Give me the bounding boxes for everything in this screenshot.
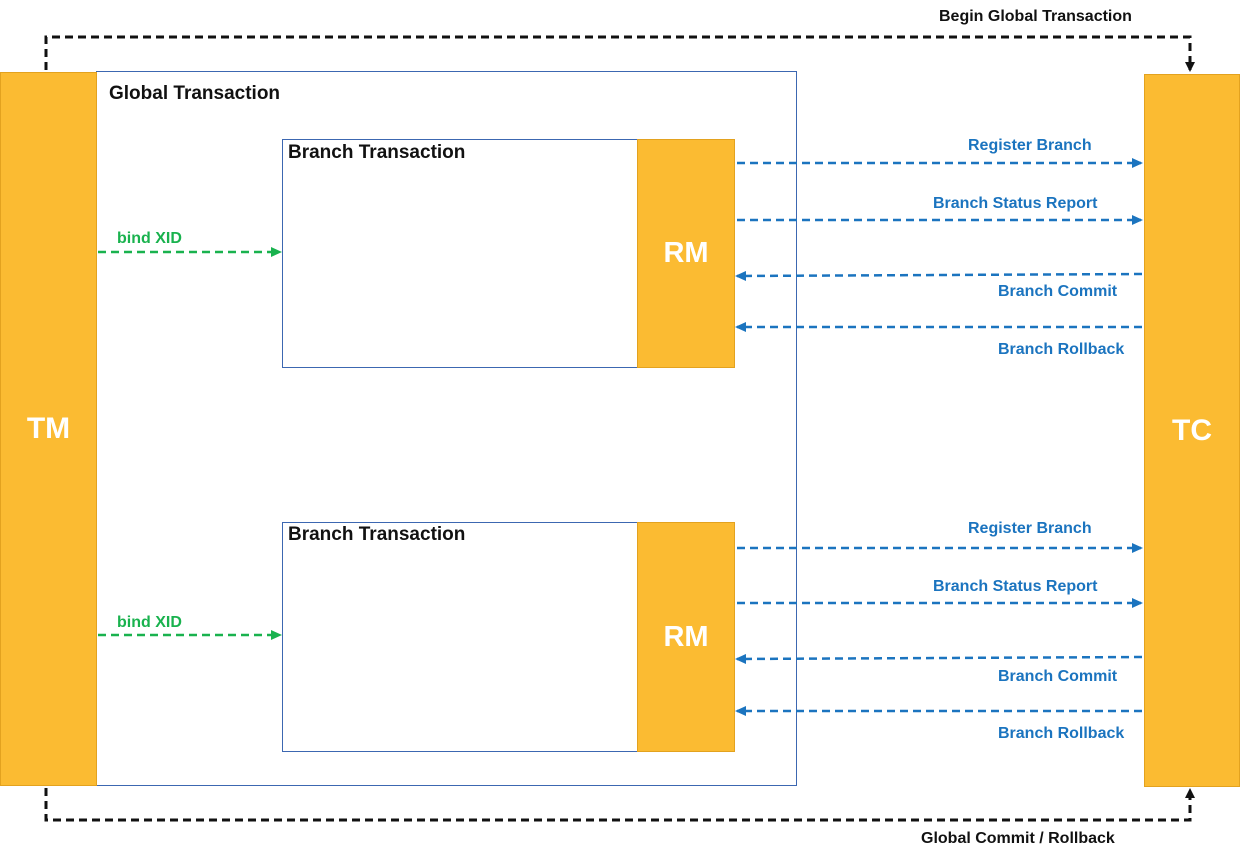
begin-global-arrow (44, 35, 1195, 72)
branch-commit-label-2: Branch Commit (998, 668, 1118, 685)
branch-commit-arrow-2 (735, 653, 1143, 664)
branch-status-report-label-2: Branch Status Report (933, 578, 1098, 595)
global-transaction-label: Global Transaction (109, 83, 281, 104)
branch-transaction-label-2: Branch Transaction (288, 524, 466, 545)
global-commit-rollback-label: Global Commit / Rollback (921, 830, 1115, 847)
global-commit-rollback-arrow (44, 788, 1195, 822)
branch-status-report-label-1: Branch Status Report (933, 195, 1098, 212)
rm-block-1: RM (637, 139, 735, 368)
bind-xid-label-1: bind XID (117, 230, 182, 247)
branch-commit-label-1: Branch Commit (998, 283, 1118, 300)
branch-commit-arrow-1 (735, 270, 1143, 281)
branch-transaction-label-1: Branch Transaction (288, 142, 466, 163)
register-branch-label-1: Register Branch (968, 137, 1092, 154)
register-branch-label-2: Register Branch (968, 520, 1092, 537)
tm-block: TM (0, 72, 97, 786)
rm-label-2: RM (663, 620, 709, 653)
begin-global-transaction-label: Begin Global Transaction (939, 8, 1132, 25)
rm-label-1: RM (663, 237, 709, 269)
rm-block-2: RM (637, 522, 735, 752)
tc-block: TC (1144, 74, 1240, 787)
bind-xid-label-2: bind XID (117, 614, 182, 631)
branch-rollback-label-2: Branch Rollback (998, 725, 1125, 742)
tc-label: TC (1172, 413, 1212, 447)
branch-rollback-label-1: Branch Rollback (998, 341, 1125, 358)
tm-label: TM (26, 412, 71, 445)
